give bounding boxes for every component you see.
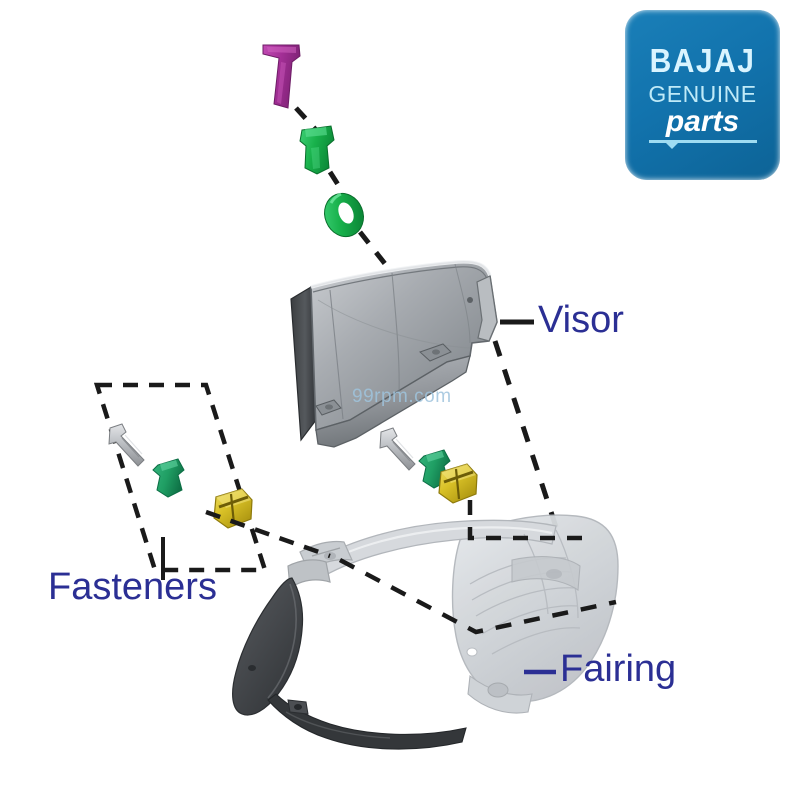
grommet-nut-right [438,463,478,504]
visor-part [290,260,498,448]
screw-bolt-top [262,44,301,109]
label-fasteners: Fasteners [48,566,217,608]
brand-underline-accent [648,140,757,149]
screw-left [108,423,145,467]
fastener-group-box-left [93,382,269,573]
bajaj-genuine-parts-logo: BAJAJ GENUINE parts [625,10,780,180]
grommet-nut-left [213,488,253,529]
brand-parts-text: parts [665,105,740,138]
brand-name-text: BAJAJ [649,42,756,80]
label-fairing: Fairing [560,648,677,690]
bushing-top [299,125,335,175]
brand-genuine-text: GENUINE [648,81,757,107]
label-visor: Visor [538,299,624,341]
grommet-ring-top [324,192,364,238]
fairing-part [232,514,619,750]
screw-right [379,427,416,471]
fastener-to-fairing-dashed-lines [205,500,617,635]
bushing-left [152,458,185,498]
watermark-text: 99rpm.com [352,386,452,407]
